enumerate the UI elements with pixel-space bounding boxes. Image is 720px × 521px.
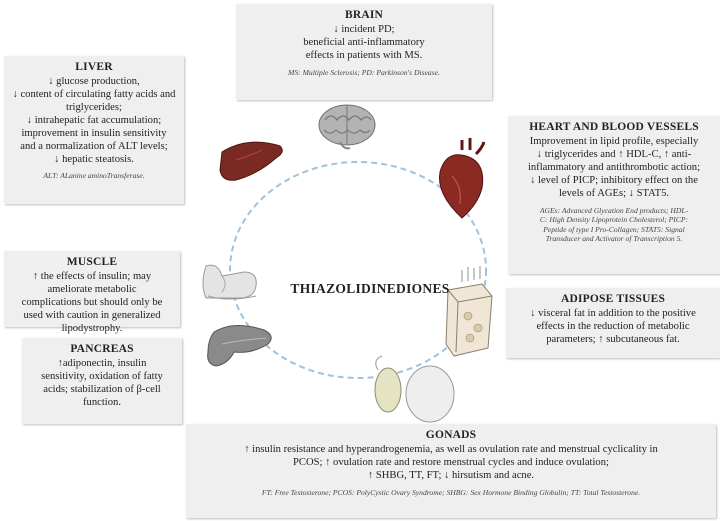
gonads-panel: GONADS ↑ insulin resistance and hyperand… [186, 424, 716, 518]
center-title: THIAZOLIDINEDIONES [290, 281, 450, 296]
heart-effects: Improvement in lipid profile, especially… [527, 136, 701, 199]
adipose-title: ADIPOSE TISSUES [560, 293, 666, 305]
adipose-effects: ↓ visceral fat in addition to the positi… [530, 308, 696, 345]
pancreas-title: PANCREAS [70, 343, 134, 355]
muscle-icon [202, 264, 257, 300]
liver-icon [219, 141, 283, 181]
pancreas-icon [207, 325, 272, 367]
muscle-effects: ↑ the effects of insulin; may ameliorate… [21, 271, 163, 334]
pancreas-effects: ↑adiponectin, insulin sensitivity, oxida… [41, 358, 163, 408]
pancreas-panel: PANCREAS ↑adiponectin, insulin sensitivi… [22, 338, 182, 424]
gonads-icon [374, 355, 455, 423]
brain-title: BRAIN [344, 9, 384, 21]
brain-icon [318, 104, 376, 150]
liver-panel: LIVER ↓ glucose production, ↓ content of… [4, 56, 184, 204]
heart-abbreviations: AGEs: Advanced Glycation End products; H… [539, 205, 689, 244]
muscle-panel: MUSCLE ↑ the effects of insulin; may ame… [4, 251, 180, 334]
liver-effects: ↓ glucose production, ↓ content of circu… [12, 76, 176, 165]
gonads-effects: ↑ insulin resistance and hyperandrogenem… [244, 444, 658, 481]
gonads-abbreviations: FT: Free Testosterone; PCOS: PolyCystic … [261, 487, 641, 497]
liver-title: LIVER [75, 61, 113, 73]
brain-panel: BRAIN ↓ incident PD; beneficial anti-inf… [236, 4, 492, 100]
liver-abbreviations: ALT: ALanine aminoTransferase. [43, 171, 145, 181]
adipose-panel: ADIPOSE TISSUES ↓ visceral fat in additi… [506, 288, 720, 358]
heart-title: HEART AND BLOOD VESSELS [529, 121, 699, 133]
brain-abbreviations: MS: Multiple Sclerosis; PD: Parkinson's … [288, 67, 440, 77]
adipose-tissue-icon [445, 266, 493, 357]
muscle-title: MUSCLE [66, 256, 118, 268]
gonads-title: GONADS [425, 429, 477, 441]
heart-panel: HEART AND BLOOD VESSELS Improvement in l… [508, 116, 720, 274]
heart-icon [438, 138, 486, 219]
brain-effects: ↓ incident PD; beneficial anti-inflammat… [303, 24, 425, 61]
dashed-ring [229, 161, 487, 379]
